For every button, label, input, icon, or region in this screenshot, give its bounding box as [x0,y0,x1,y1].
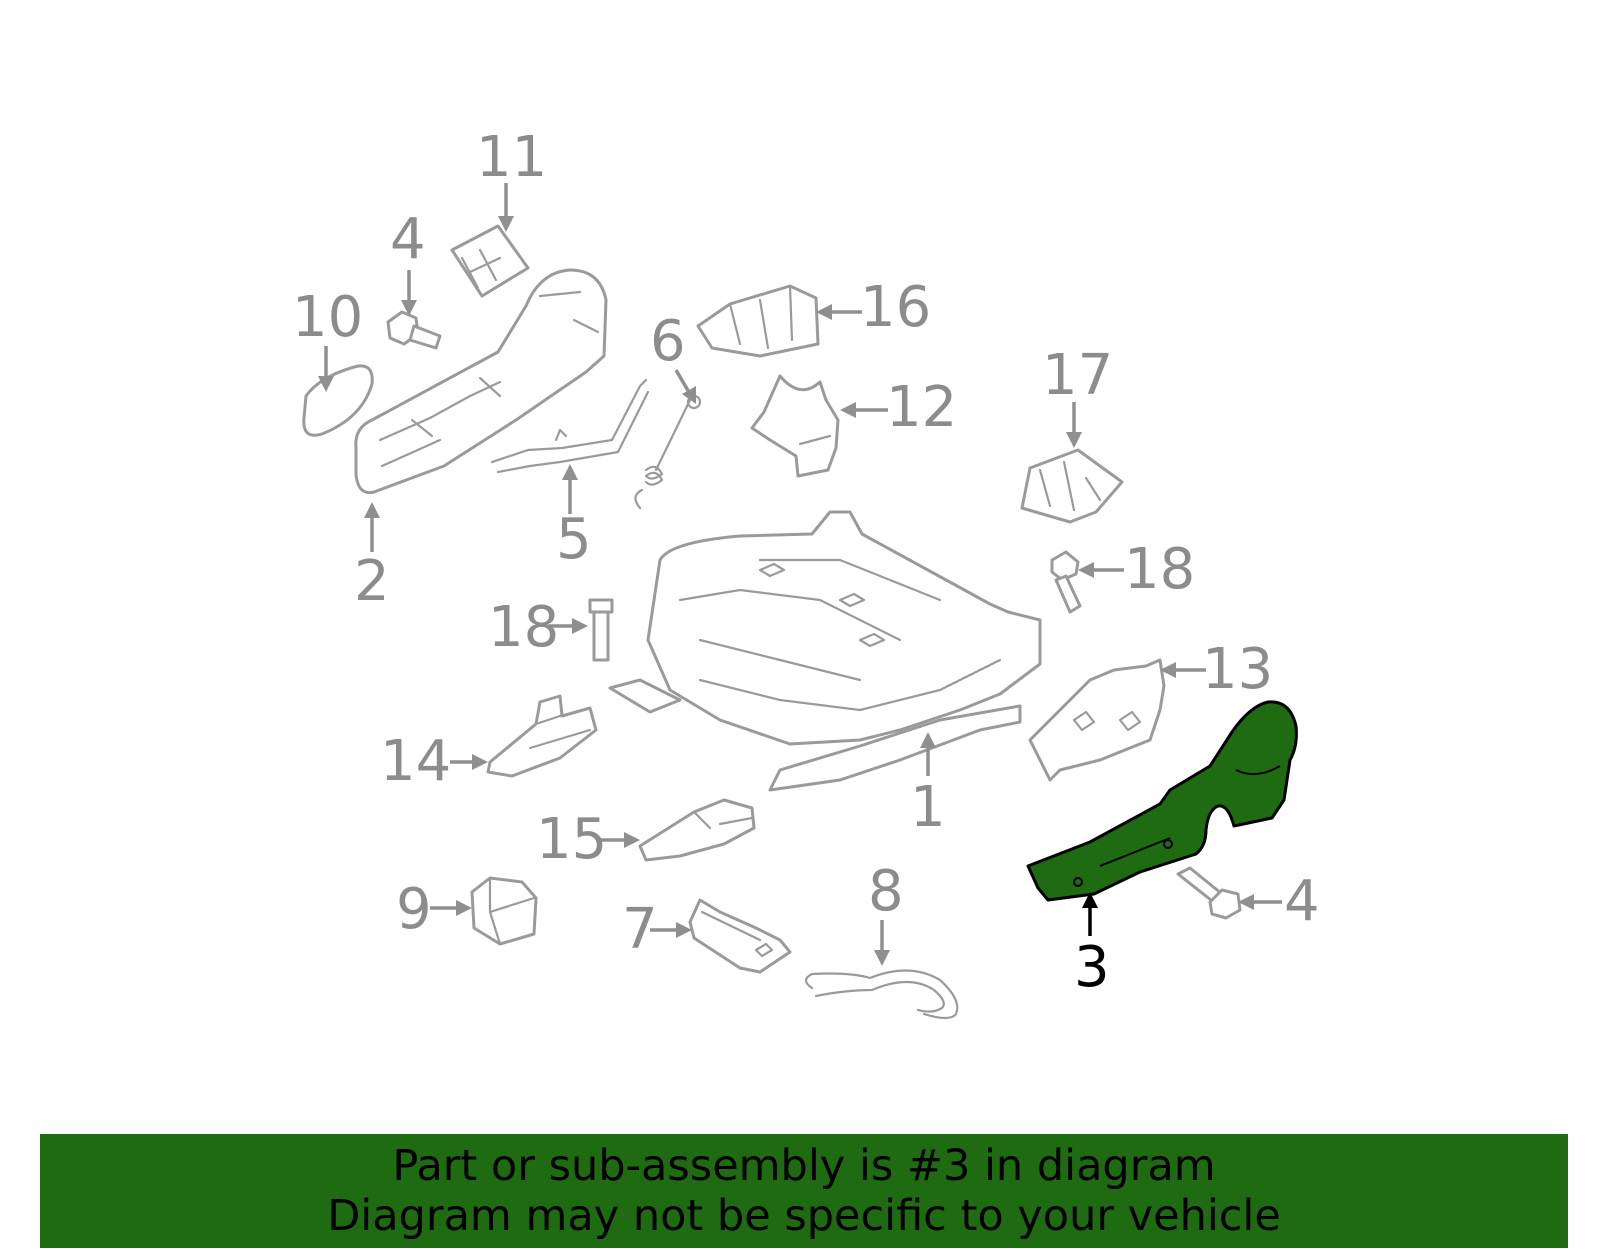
callout-2: 2 [354,549,390,614]
part-16[interactable] [696,284,820,358]
callout-17: 17 [1042,343,1113,408]
callout-11: 11 [476,125,547,190]
callout-18-center: 18 [488,595,559,660]
arrow-16 [816,304,862,320]
part-17[interactable] [1020,448,1124,524]
part-7[interactable] [688,898,792,974]
callout-3: 3 [1074,935,1110,1000]
part-12[interactable] [750,374,840,478]
part-15[interactable] [638,798,756,862]
arrow-4-left [401,270,417,316]
arrow-8 [874,920,890,966]
part-5[interactable] [490,378,650,474]
banner-line-2: Diagram may not be specific to your vehi… [327,1191,1281,1241]
callout-18-right: 18 [1124,537,1195,602]
arrow-9 [430,900,472,916]
arrow-14 [450,754,488,770]
arrow-4-right [1238,894,1282,910]
arrow-7 [650,922,692,938]
callout-4-right: 4 [1284,869,1320,934]
callout-10: 10 [292,285,363,350]
banner-line-1: Part or sub-assembly is #3 in diagram [392,1141,1216,1191]
arrow-17 [1066,402,1082,448]
arrow-18-right [1078,562,1124,578]
part-10[interactable] [302,364,374,437]
arrow-5 [562,464,578,514]
callout-7: 7 [622,897,658,962]
part-2[interactable] [354,268,608,495]
arrow-6 [674,369,696,404]
callout-labels: 11 4 10 2 5 6 16 12 17 18 18 13 1 14 15 … [292,125,1320,1000]
callout-6: 6 [650,309,686,374]
part-4-bolt-left[interactable] [386,310,442,350]
arrow-3 [1082,892,1098,936]
callout-9: 9 [396,877,432,942]
callout-8: 8 [868,859,904,924]
part-14[interactable] [486,694,598,778]
info-banner: Part or sub-assembly is #3 in diagram Di… [40,1134,1568,1248]
callout-12: 12 [886,375,957,440]
arrow-15 [598,832,640,848]
arrow-2 [364,502,380,552]
arrow-18-center [548,618,588,634]
callout-1: 1 [910,775,946,840]
callout-arrows [318,183,1282,966]
arrow-12 [840,402,888,418]
part-18-bolt-center[interactable] [588,598,614,662]
part-6[interactable] [634,394,702,510]
callout-14: 14 [380,729,451,794]
part-13[interactable] [1028,658,1166,782]
part-11[interactable] [450,224,530,298]
arrow-13 [1160,662,1206,678]
part-18-bolt-right[interactable] [1050,550,1082,614]
callout-5: 5 [556,507,592,572]
callout-16: 16 [860,275,931,340]
part-1[interactable] [608,510,1042,792]
arrow-10 [318,346,334,392]
arrow-1 [920,732,936,776]
arrow-11 [498,183,514,232]
part-8[interactable] [804,969,959,1020]
part-4-bolt-right[interactable] [1176,866,1242,920]
part-9[interactable] [470,876,538,946]
callout-13: 13 [1202,637,1273,702]
callout-4-left: 4 [390,207,426,272]
callout-15: 15 [536,807,607,872]
part-3-highlighted[interactable] [1026,700,1298,902]
